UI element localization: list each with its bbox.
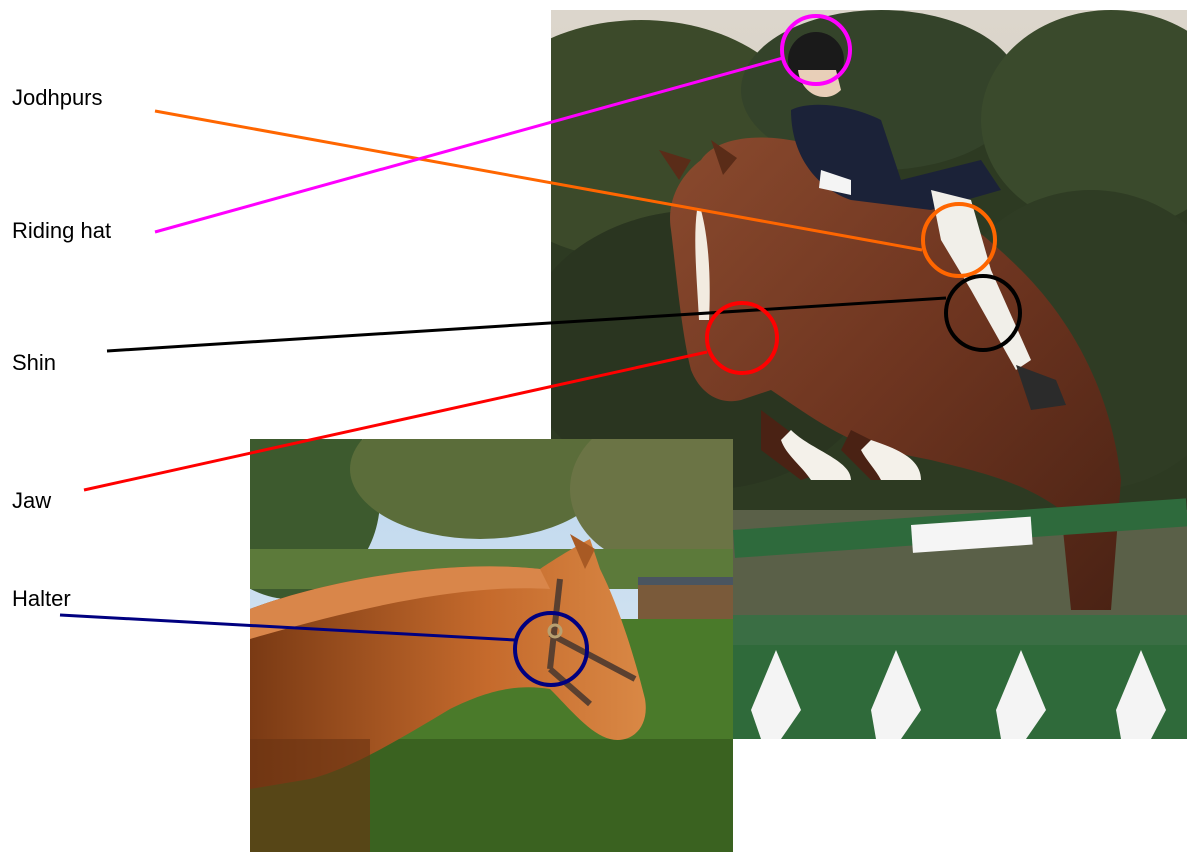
label-halter: Halter [12, 586, 71, 611]
label-shin: Shin [12, 350, 57, 375]
label-riding-hat: Riding hat [12, 218, 112, 243]
halter-horse-photo [250, 439, 733, 852]
label-jaw: Jaw [12, 488, 52, 513]
label-jodhpurs: Jodhpurs [12, 85, 103, 110]
